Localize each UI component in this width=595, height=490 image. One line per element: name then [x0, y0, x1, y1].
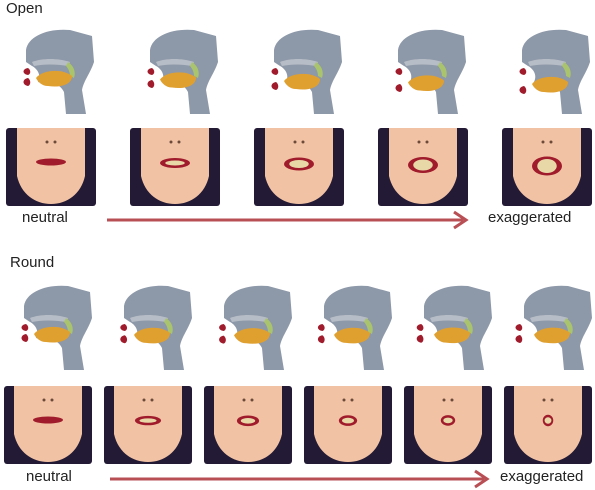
- midsagittal-view-5: [516, 286, 593, 370]
- midsagittal-view-1: [120, 286, 192, 370]
- vocal-tract-shape: [274, 30, 342, 114]
- lower-lip-shape: [516, 335, 523, 343]
- nostril-icon: [542, 141, 545, 144]
- mouth-opening-shape: [413, 160, 433, 171]
- midsagittal-view-3: [396, 30, 467, 114]
- upper-lip-shape: [417, 324, 424, 331]
- midsagittal-view-4: [417, 286, 492, 370]
- face-shape: [17, 128, 85, 204]
- face-view-4: [404, 386, 492, 464]
- midsagittal-view-2: [219, 286, 292, 370]
- mouth-opening-shape: [289, 160, 309, 168]
- upper-lip-shape: [396, 68, 403, 75]
- lips-shape: [36, 159, 66, 166]
- nostril-icon: [443, 399, 446, 402]
- lower-lip-shape: [219, 336, 226, 344]
- upper-lip-shape: [148, 68, 155, 75]
- nostril-icon: [43, 399, 46, 402]
- midsagittal-row-round: [0, 278, 595, 378]
- upper-lip-shape: [22, 324, 29, 331]
- lower-lip-shape: [520, 86, 527, 94]
- face-row-round: [0, 386, 595, 466]
- upper-lip-shape: [318, 324, 325, 331]
- progression-arrow-open: [105, 210, 475, 230]
- midsagittal-view-1: [148, 30, 219, 114]
- vocal-tract-shape: [324, 286, 392, 370]
- upper-lip-shape: [24, 68, 31, 75]
- progression-arrow-round: [108, 469, 498, 489]
- nostril-icon: [51, 399, 54, 402]
- face-view-1: [130, 128, 220, 206]
- face-view-3: [378, 128, 468, 206]
- face-view-0: [4, 386, 92, 464]
- face-row-open: [0, 128, 595, 208]
- midsagittal-view-0: [24, 30, 95, 114]
- nostril-icon: [151, 399, 154, 402]
- lips-shape: [33, 417, 63, 424]
- upper-lip-shape: [219, 324, 226, 331]
- mouth-opening-shape: [443, 418, 452, 424]
- lower-lip-shape: [417, 335, 424, 343]
- nostril-icon: [351, 399, 354, 402]
- face-shape: [14, 386, 82, 462]
- nostril-icon: [243, 399, 246, 402]
- midsagittal-row-open: [0, 22, 595, 122]
- midsagittal-view-2: [272, 30, 343, 114]
- nostril-icon: [46, 141, 49, 144]
- lower-lip-shape: [120, 335, 127, 343]
- nostril-icon: [551, 399, 554, 402]
- mouth-opening-shape: [140, 418, 157, 422]
- vocal-tract-shape: [398, 30, 466, 114]
- nostril-icon: [451, 399, 454, 402]
- lower-lip-shape: [272, 82, 279, 90]
- section-title-round: Round: [10, 254, 54, 271]
- nostril-icon: [143, 399, 146, 402]
- face-view-2: [254, 128, 344, 206]
- nostril-icon: [343, 399, 346, 402]
- lower-lip-shape: [22, 334, 29, 342]
- upper-lip-shape: [272, 68, 279, 75]
- face-view-0: [6, 128, 96, 206]
- nostril-icon: [170, 141, 173, 144]
- midsagittal-view-4: [520, 30, 591, 114]
- nostril-icon: [426, 141, 429, 144]
- mouth-opening-shape: [165, 161, 185, 166]
- face-view-4: [502, 128, 592, 206]
- start-label-open: neutral: [22, 209, 68, 226]
- start-label-round: neutral: [26, 468, 72, 485]
- vocal-tract-shape: [522, 30, 590, 114]
- face-view-3: [304, 386, 392, 464]
- lower-lip-shape: [24, 78, 31, 86]
- vocal-tract-shape: [224, 286, 292, 370]
- vocal-tract-shape: [524, 286, 592, 370]
- mouth-opening-shape: [545, 417, 552, 423]
- lower-lip-shape: [318, 335, 325, 343]
- nostril-icon: [251, 399, 254, 402]
- midsagittal-view-0: [22, 286, 93, 370]
- upper-lip-shape: [516, 324, 523, 331]
- nostril-icon: [54, 141, 57, 144]
- nostril-icon: [178, 141, 181, 144]
- face-view-5: [504, 386, 592, 464]
- face-view-1: [104, 386, 192, 464]
- end-label-open: exaggerated: [488, 209, 571, 226]
- nostril-icon: [550, 141, 553, 144]
- vocal-tract-shape: [150, 30, 218, 114]
- nostril-icon: [418, 141, 421, 144]
- nostril-icon: [302, 141, 305, 144]
- upper-lip-shape: [120, 324, 127, 331]
- nostril-icon: [294, 141, 297, 144]
- mouth-opening-shape: [241, 418, 255, 424]
- nostril-icon: [543, 399, 546, 402]
- lower-lip-shape: [148, 80, 155, 88]
- lower-lip-shape: [396, 84, 403, 92]
- vocal-tract-shape: [124, 286, 192, 370]
- face-view-2: [204, 386, 292, 464]
- end-label-round: exaggerated: [500, 468, 583, 485]
- mouth-opening-shape: [537, 159, 557, 173]
- upper-lip-shape: [520, 68, 527, 75]
- mouth-opening-shape: [342, 418, 354, 424]
- section-title-open: Open: [6, 0, 43, 17]
- midsagittal-view-3: [318, 286, 392, 370]
